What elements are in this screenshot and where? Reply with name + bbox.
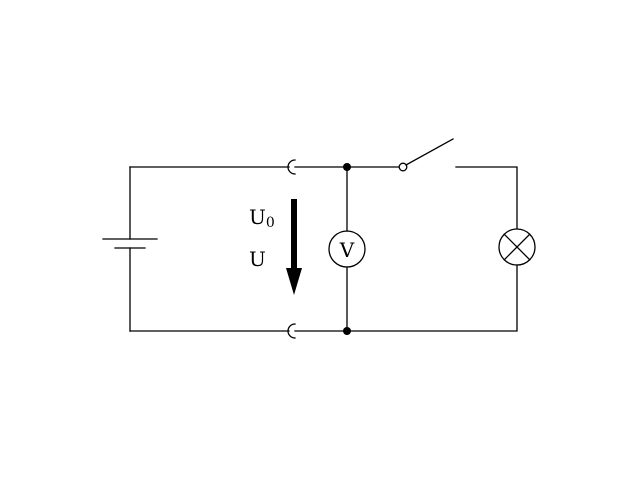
voltmeter-label: V	[339, 238, 355, 262]
junction-dot-bottom	[343, 327, 351, 335]
switch-contact	[398, 162, 408, 172]
top-wire-crossing	[287, 159, 296, 175]
voltage-arrow	[286, 199, 302, 295]
lamp	[498, 228, 536, 266]
terminal-voltage-label: U	[249, 247, 266, 271]
lamp-circle	[498, 228, 536, 266]
voltage-arrow-shaft	[291, 199, 297, 271]
bottom-wire-crossing	[287, 323, 296, 339]
top-wire-right	[455, 166, 518, 229]
junction-dot-top	[343, 163, 351, 171]
source-voltage-subscript: 0	[266, 215, 275, 231]
voltage-arrow-head	[286, 268, 302, 295]
switch-lever	[405, 138, 454, 166]
voltmeter: V	[328, 230, 366, 268]
battery	[102, 238, 158, 249]
voltmeter-circle	[328, 230, 366, 268]
source-voltage-label: U0	[249, 205, 275, 231]
switch	[398, 138, 454, 172]
lamp-cross-b	[503, 233, 531, 261]
bottom-wire-right	[294, 264, 518, 332]
source-voltage-symbol: U	[249, 205, 266, 229]
